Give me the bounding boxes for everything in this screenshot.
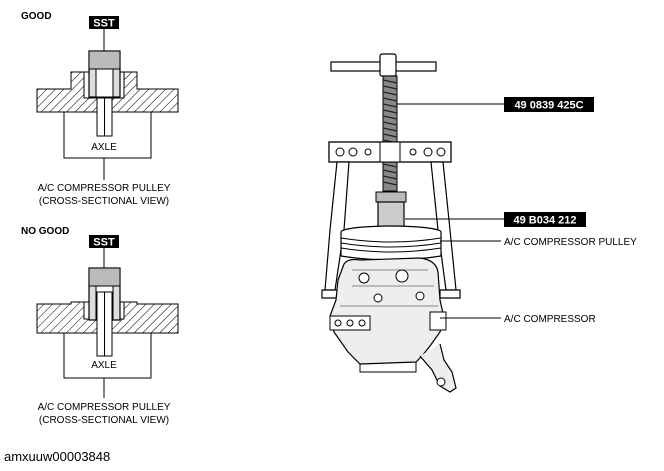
- no-good-sst-tag-box: [89, 235, 119, 248]
- good-pulley-label-line2: (CROSS-SECTIONAL VIEW): [39, 196, 169, 207]
- puller-t-handle: [330, 53, 437, 77]
- good-sst-tool: [88, 50, 121, 98]
- no-good-sst-tag: SST: [93, 237, 115, 249]
- good-heading: GOOD: [21, 11, 52, 22]
- no-good-pulley-label-line2: (CROSS-SECTIONAL VIEW): [39, 415, 169, 426]
- good-panel: GOOD SST AXLE A/C COMPRESSOR PULLEY (CRO…: [21, 11, 179, 207]
- no-good-heading: NO GOOD: [21, 226, 69, 237]
- good-pulley-label-line1: A/C COMPRESSOR PULLEY: [38, 183, 171, 194]
- puller-diagram: 49 0839 425C 49 B034 212 A/C COMPRESSOR …: [321, 53, 637, 393]
- puller-screw: [382, 75, 398, 192]
- no-good-pulley-label-line1: A/C COMPRESSOR PULLEY: [38, 402, 171, 413]
- puller-adapter: [375, 191, 407, 229]
- callout-screw-tool: 49 0839 425C: [397, 97, 594, 112]
- no-good-panel: NO GOOD SST AXLE A/C COMPRESSOR PULLEY (…: [21, 226, 179, 426]
- good-axle: [96, 97, 113, 137]
- callout-adapter-tool: 49 B034 212: [405, 212, 586, 227]
- callout-adapter-tool-label: 49 B034 212: [514, 215, 577, 227]
- callout-pulley: A/C COMPRESSOR PULLEY: [440, 237, 637, 248]
- no-good-axle-label: AXLE: [91, 360, 117, 371]
- compressor-body: [329, 257, 457, 393]
- good-sst-tag: SST: [93, 18, 115, 30]
- good-axle-label: AXLE: [91, 142, 117, 153]
- good-sst-tag-box: [89, 16, 119, 29]
- puller-cross-bar: [328, 141, 452, 163]
- callout-pulley-label: A/C COMPRESSOR PULLEY: [504, 237, 637, 248]
- no-good-axle: [96, 291, 113, 357]
- compressor-pulley: [340, 225, 442, 261]
- callout-screw-tool-label: 49 0839 425C: [514, 100, 583, 112]
- callout-compressor-label: A/C COMPRESSOR: [504, 314, 596, 325]
- image-id: amxuuw00003848: [4, 449, 110, 464]
- callout-compressor: A/C COMPRESSOR: [440, 314, 596, 325]
